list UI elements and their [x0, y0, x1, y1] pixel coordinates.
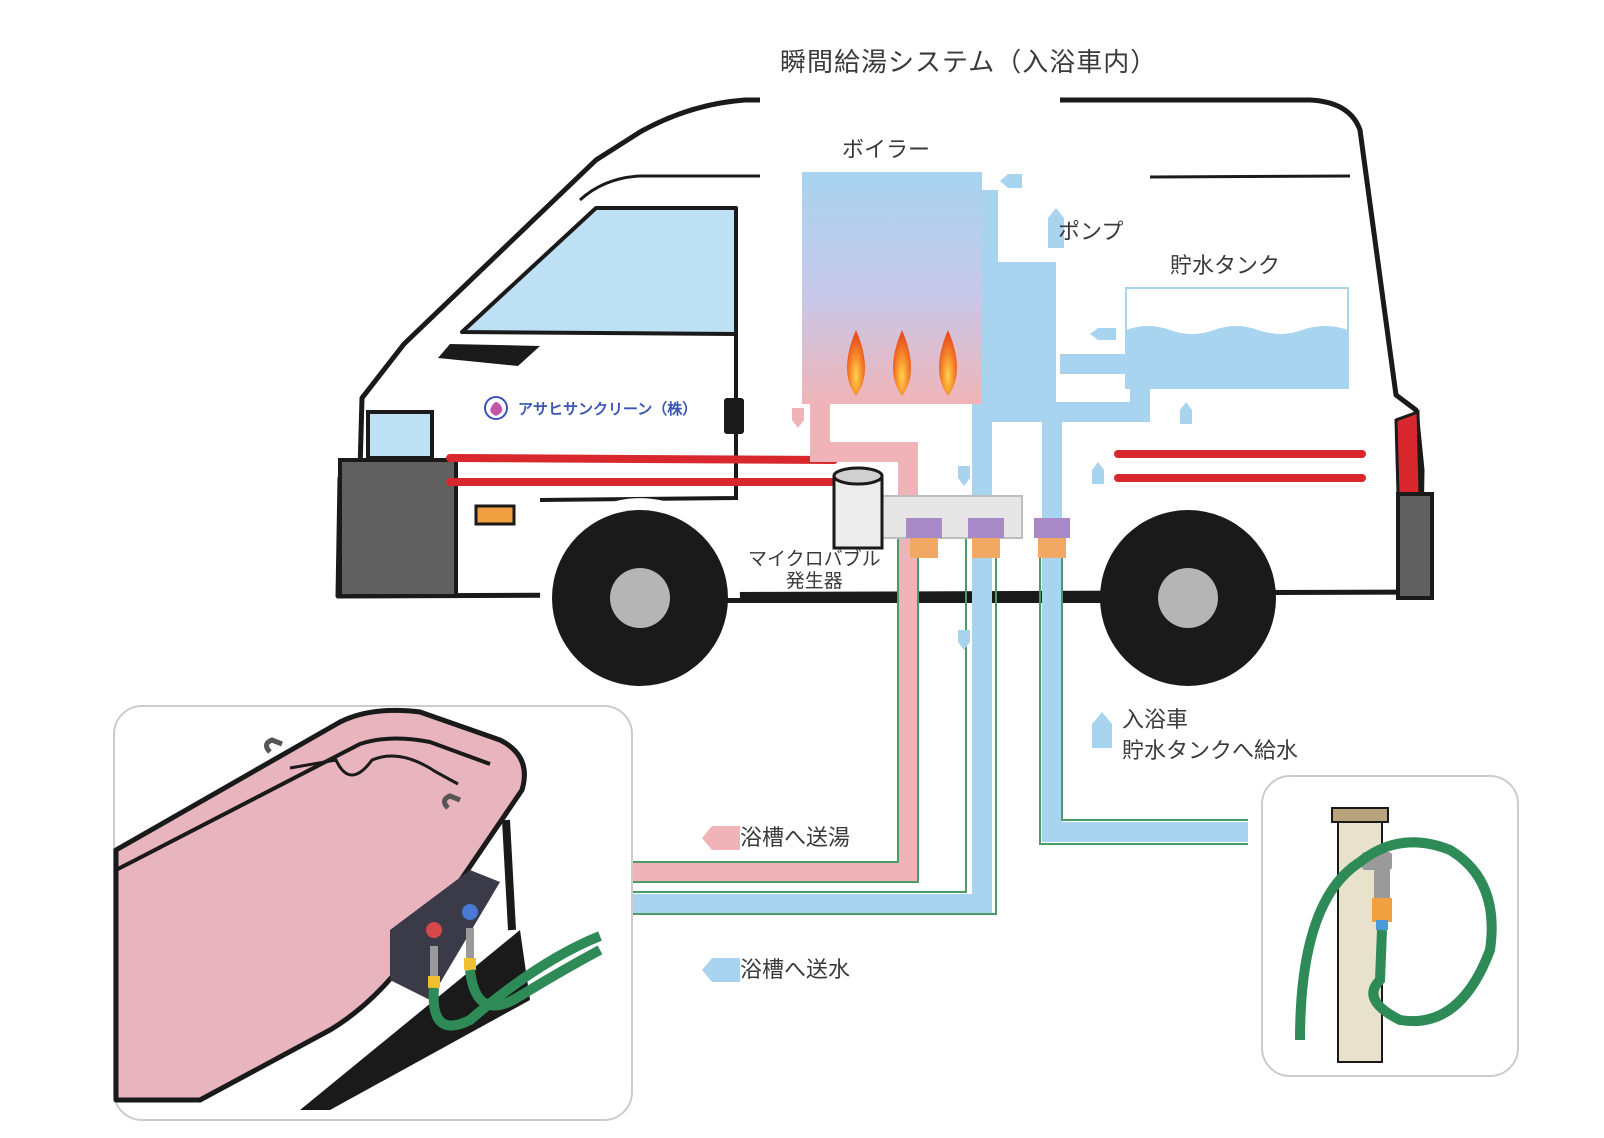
supply-pipe [1042, 380, 1248, 842]
van-mirror [724, 398, 744, 434]
arrow-left-icon [702, 826, 740, 850]
cold-pipe-edge [632, 530, 997, 915]
arrow-up-icon [1092, 712, 1112, 748]
arrow-up-icon [1180, 402, 1192, 424]
micro-bubble-label: マイクロバブル 発生器 [748, 548, 881, 592]
tank-label: 貯水タンク [1170, 254, 1281, 279]
flame-icon [847, 330, 865, 396]
van-rear-wheel [1100, 510, 1276, 686]
pump-label: ポンプ [1058, 220, 1124, 245]
arrow-left-icon [1090, 328, 1116, 340]
water-faucet-illustration [1295, 807, 1497, 1063]
pipe-connectors [906, 518, 1070, 558]
hot-pipe-edge-inner [632, 530, 899, 863]
van-front-wheel [540, 498, 740, 686]
arrow-left-icon [702, 958, 740, 982]
arrow-up-icon [1048, 208, 1064, 248]
diagram-title: 瞬間給湯システム（入浴車内） [780, 48, 1158, 78]
flow-arrows [702, 174, 1192, 982]
connector-hot [906, 518, 942, 538]
tank-water [1126, 326, 1348, 388]
pump-body [980, 262, 1056, 422]
micro-bubble-label-line1: マイクロバブル [748, 548, 881, 570]
connector-cold [968, 518, 1004, 538]
hot-water-label: 浴槽へ送湯 [740, 826, 851, 851]
cold-water-label: 浴槽へ送水 [740, 958, 851, 983]
arrow-down-icon [958, 466, 970, 486]
van-tail-light [1394, 409, 1422, 496]
boiler [802, 172, 982, 404]
company-name: アサヒサンクリーン（株） [518, 400, 698, 418]
company-logo-icon [484, 396, 508, 420]
flame-icon [939, 330, 957, 396]
storage-tank [1125, 287, 1349, 389]
van-headlight [366, 410, 434, 460]
arrow-up-icon [1092, 462, 1104, 484]
boiler-label: ボイラー [842, 138, 931, 163]
bathtub-inset [113, 705, 633, 1121]
arrow-down-icon [792, 408, 804, 428]
bathtub-illustration [113, 707, 603, 1110]
arrow-down-icon [900, 630, 912, 650]
van-wiper [438, 344, 540, 366]
supply-pipe-edge [1039, 530, 1248, 845]
connector-hot-nut [910, 538, 938, 558]
connector-cold-nut [972, 538, 1000, 558]
van-roof-line [578, 174, 760, 202]
micro-bubble-label-line2: 発生器 [785, 570, 843, 592]
van-windshield [460, 206, 738, 336]
connector-supply-nut [1038, 538, 1066, 558]
arrow-left-icon [1000, 174, 1022, 188]
arrow-down-icon [958, 630, 970, 650]
hot-pipe-edge [632, 500, 919, 883]
supply-label-line2: 貯水タンクへ給水 [1122, 739, 1299, 764]
faucet-inset [1261, 775, 1519, 1077]
van-stripe-front-upper [446, 454, 838, 464]
supply-label-line1: 入浴車 [1122, 708, 1189, 733]
arrow-down-icon [900, 466, 912, 486]
van-turn-signal [474, 504, 516, 526]
connector-supply [1034, 518, 1070, 538]
cold-pipe-edge-inner [632, 530, 967, 893]
hot-water-pipe [632, 404, 918, 882]
van-front-bumper [338, 458, 458, 598]
van-rear-bumper [1396, 492, 1434, 600]
flame-icon [893, 330, 911, 396]
supply-label: 入浴車 貯水タンクへ給水 [1122, 705, 1298, 767]
cold-water-pipe [632, 270, 992, 914]
supply-pipe-edge-inner [1061, 530, 1248, 821]
van-roof-line-rear [1149, 174, 1351, 179]
van-door-line [539, 334, 738, 502]
